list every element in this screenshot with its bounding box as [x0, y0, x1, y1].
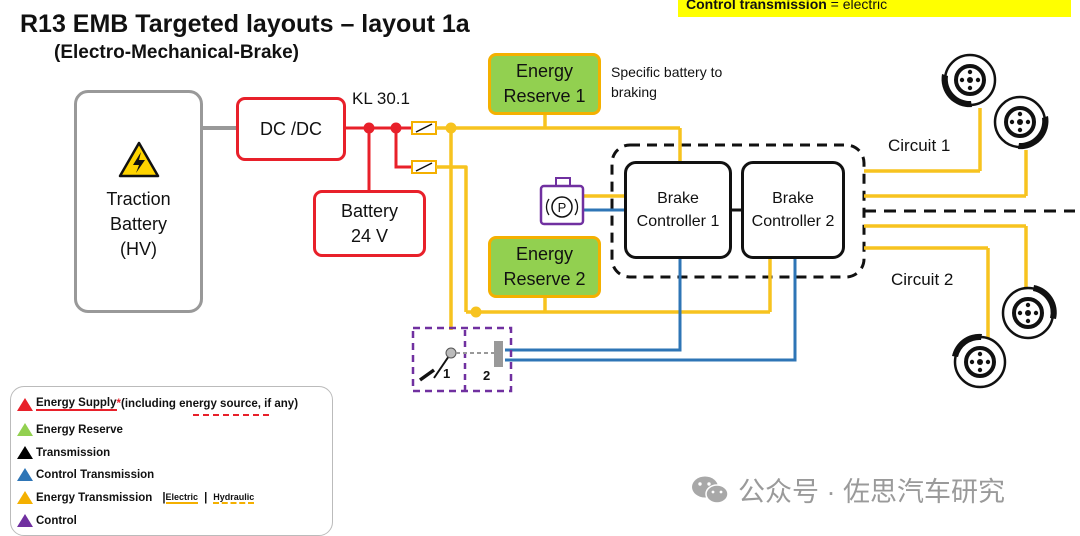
legend-energy-reserve-label: Energy Reserve: [36, 423, 123, 436]
brake-controller-1-box: Brake Controller 1: [624, 161, 732, 259]
banner-value: = electric: [826, 0, 888, 12]
brake-controller-2-label: Brake Controller 2: [751, 190, 835, 230]
junction-dots-yellow: [445, 122, 482, 318]
watermark: 公众号 · 佐思汽车研究: [690, 470, 1005, 509]
watermark-text: 公众号 · 佐思汽车研究: [738, 477, 1005, 507]
page-title: R13 EMB Targeted layouts – layout 1a: [20, 10, 470, 38]
brake-controller-1-label: Brake Controller 1: [636, 190, 720, 230]
wechat-icon: [692, 476, 729, 504]
purple-triangle-icon: [17, 514, 33, 527]
brake-disc-front-right-icon: [993, 95, 1049, 150]
brake-disc-rear-right-icon: [1001, 285, 1057, 340]
control-transmission-wires: [505, 208, 797, 362]
legend-item-energy-transmission: Energy Transmission | Electric | Hydraul…: [17, 491, 255, 504]
parking-brake-switch-icon: P: [539, 177, 585, 226]
energy-reserve-2-box: Energy Reserve 2: [488, 236, 601, 298]
svg-text:P: P: [558, 200, 567, 215]
blue-triangle-icon: [17, 468, 33, 481]
dcdc-label: DC /DC: [260, 118, 322, 139]
legend-energy-transmission-label: Energy Transmission: [36, 491, 153, 504]
legend-control-transmission-label: Control Transmission: [36, 468, 155, 481]
orange-triangle-icon: [17, 491, 33, 504]
legend-separator: |: [162, 491, 166, 504]
legend-electric-label: Electric: [165, 491, 199, 504]
kl30-label: KL 30.1: [352, 89, 410, 108]
junction-dots-red: [363, 122, 402, 134]
battery-24v-label: Battery 24 V: [340, 200, 399, 246]
traction-battery-box: Traction Battery (HV): [74, 90, 203, 313]
battery-24v-box: Battery 24 V: [313, 190, 426, 257]
pedal-label-2: 2: [483, 368, 491, 383]
legend-item-transmission: Transmission: [17, 446, 110, 459]
pedal-label-1: 1: [443, 366, 451, 381]
brake-pedal-icon: [411, 326, 513, 393]
black-triangle-icon: [17, 446, 33, 459]
legend-energy-supply-label: Energy Supply: [36, 397, 117, 411]
energy-reserve-1-label: Energy Reserve 1: [503, 61, 586, 106]
brake-disc-front-left-icon: [941, 53, 997, 108]
energy-supply-wires: [344, 126, 412, 192]
legend-energy-supply-note: (including energy source, if any): [121, 398, 299, 410]
legend-transmission-label: Transmission: [36, 446, 111, 459]
legend-item-energy-supply: Energy Supply * (including energy source…: [17, 397, 298, 411]
legend-energy-source-underline: [193, 414, 273, 416]
green-triangle-icon: [17, 423, 33, 436]
banner-label: Control transmission: [686, 0, 827, 12]
legend-energy-supply-star: *: [116, 398, 122, 410]
control-transmission-banner: Control transmission = electric: [678, 0, 1071, 17]
legend-control-label: Control: [36, 514, 77, 527]
energy-transmission-wires: [436, 108, 1028, 338]
page-subtitle: (Electro-Mechanical-Brake): [54, 42, 299, 63]
legend-separator-2: |: [204, 491, 208, 504]
brake-disc-rear-left-icon: [952, 333, 1007, 389]
legend: Energy Supply * (including energy source…: [10, 386, 333, 536]
legend-hydraulic-label: Hydraulic: [213, 491, 255, 504]
fuse-symbols: [411, 121, 437, 174]
dcdc-box: DC /DC: [236, 97, 346, 161]
traction-battery-label: Traction Battery (HV): [106, 189, 171, 259]
specific-battery-note: Specific battery to braking: [611, 64, 723, 100]
brake-controller-2-box: Brake Controller 2: [741, 161, 845, 259]
legend-item-control-transmission: Control Transmission: [17, 468, 154, 481]
energy-reserve-1-box: Energy Reserve 1: [488, 53, 601, 115]
circuit-2-label: Circuit 2: [891, 270, 954, 289]
legend-item-energy-reserve: Energy Reserve: [17, 423, 123, 436]
high-voltage-warning-icon: [118, 141, 159, 178]
legend-item-control: Control: [17, 514, 77, 527]
energy-reserve-2-label: Energy Reserve 2: [503, 244, 586, 289]
red-triangle-icon: [17, 397, 33, 411]
circuit-1-label: Circuit 1: [888, 136, 951, 155]
